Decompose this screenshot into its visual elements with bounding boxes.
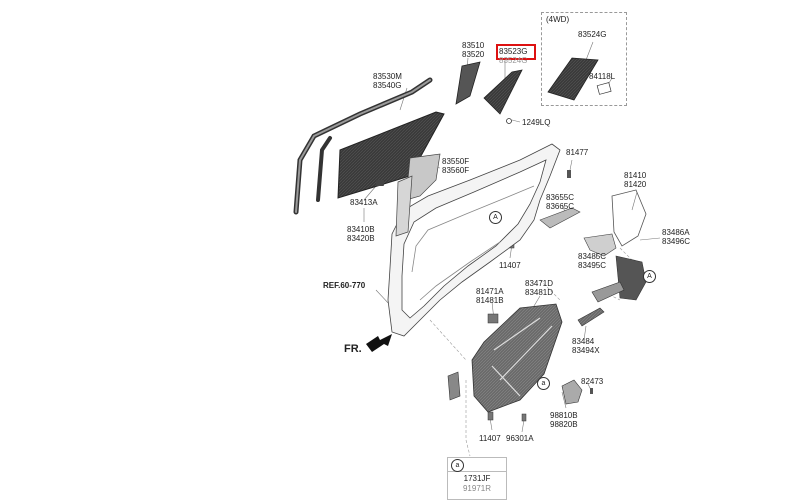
- legend-header: a: [448, 458, 506, 472]
- part-label-11407-bottom: 11407: [479, 434, 501, 443]
- door-glass: [337, 111, 445, 199]
- part-label-83413a: 83413A: [350, 198, 378, 207]
- front-direction-label: FR.: [344, 343, 362, 355]
- legend-box: a 1731JF 91971R: [447, 457, 507, 500]
- 4wd-box: [541, 12, 627, 106]
- legend-part-91971r: 91971R: [462, 484, 492, 493]
- part-label-84118l: 84118L: [589, 72, 616, 81]
- part-label-11407-top: 11407: [499, 261, 521, 270]
- part-label-1249lq: 1249LQ: [522, 118, 551, 127]
- reference-label: REF.60-770: [323, 281, 366, 290]
- legend-callout: a: [451, 459, 464, 472]
- highlight-83523g: [496, 44, 536, 60]
- 4wd-title: (4WD): [546, 15, 570, 24]
- outside-handle-parts: [539, 189, 647, 327]
- callout-a-upper: A: [489, 211, 502, 224]
- legend-part-1731jf: 1731JF: [463, 474, 491, 483]
- front-arrow: [366, 334, 392, 352]
- door-frame: [387, 143, 561, 337]
- door-channel: [395, 153, 441, 237]
- part-label-83524g-4wd: 83524G: [578, 30, 607, 39]
- part-label-81477: 81477: [566, 148, 589, 157]
- window-regulator: [447, 303, 563, 413]
- part-label-82473: 82473: [581, 377, 604, 386]
- window-channel-run: [293, 77, 433, 215]
- part-label-96301a: 96301A: [506, 434, 534, 443]
- quarter-glass: [455, 57, 612, 115]
- door-latch: [561, 379, 583, 405]
- callout-a-lower: a: [537, 377, 550, 390]
- callout-a-right: A: [643, 270, 656, 283]
